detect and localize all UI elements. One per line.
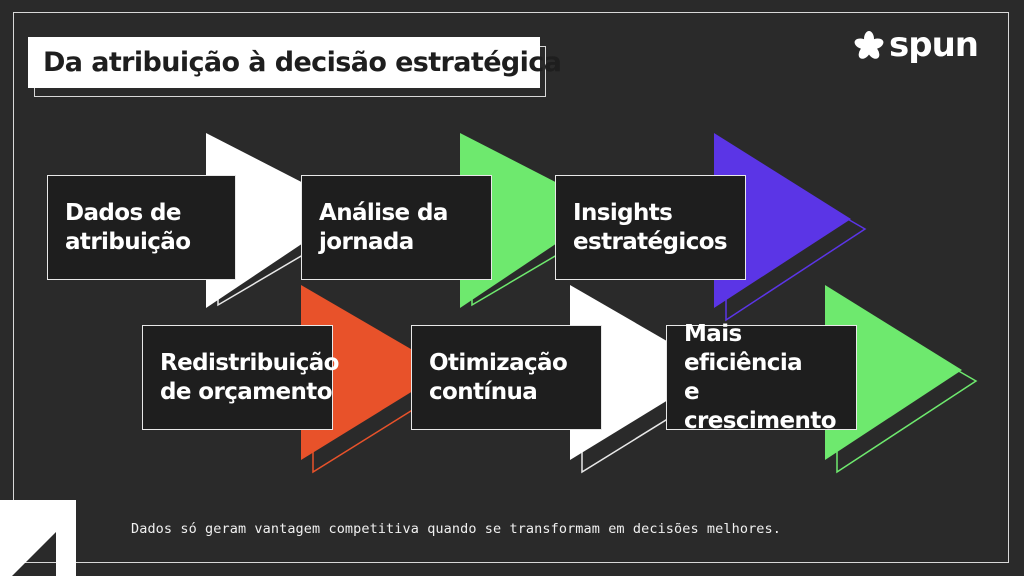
step-4-label-box: Redistribuição de orçamento (142, 325, 339, 430)
step-1-label-box: Dados de atribuição (47, 175, 236, 280)
footer-caption: Dados só geram vantagem competitiva quan… (131, 521, 781, 537)
page-title: Da atribuição à decisão estratégica (43, 47, 562, 78)
brand-wordmark: spun (889, 25, 979, 65)
step-2-label-box: Análise da jornada (301, 175, 492, 280)
step-5-label-box: Otimização contínua (411, 325, 602, 430)
title-box: Da atribuição à decisão estratégica (28, 37, 562, 88)
diagonal-arrow-icon (0, 500, 76, 576)
step-6-label-box: Mais eficiência e crescimento (666, 321, 857, 434)
step-1-label: Dados de atribuição (65, 199, 191, 255)
slide-frame (13, 12, 1009, 563)
brand-logo: spun (854, 25, 979, 65)
step-3-label-box: Insights estratégicos (555, 175, 746, 280)
step-4-label: Redistribuição de orçamento (160, 349, 339, 405)
spun-leaf-icon (854, 31, 884, 59)
step-2-label: Análise da jornada (319, 199, 448, 255)
step-3-label: Insights estratégicos (573, 199, 728, 255)
step-5-label: Otimização contínua (429, 349, 568, 405)
step-6-label: Mais eficiência e crescimento (684, 320, 837, 434)
